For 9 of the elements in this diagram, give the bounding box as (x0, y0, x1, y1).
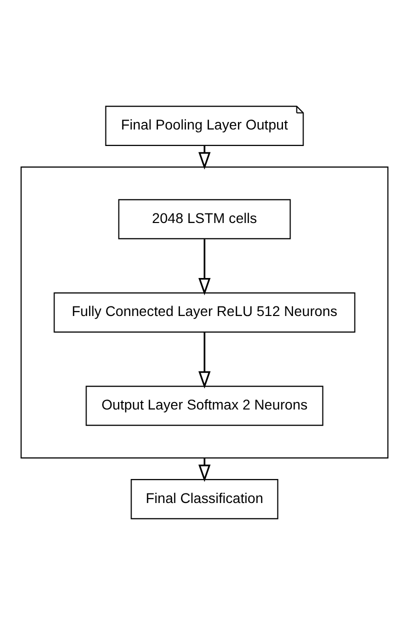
node-box: Final Classification (130, 478, 278, 519)
arrow (198, 238, 211, 295)
arrow (198, 457, 211, 482)
arrow (198, 332, 211, 388)
node-box: 2048 LSTM cells (118, 198, 291, 239)
arrow (198, 145, 211, 170)
node-box: Fully Connected Layer ReLU 512 Neurons (54, 292, 356, 332)
node-box: Output Layer Softmax 2 Neurons (86, 385, 324, 426)
cluster (20, 166, 388, 458)
